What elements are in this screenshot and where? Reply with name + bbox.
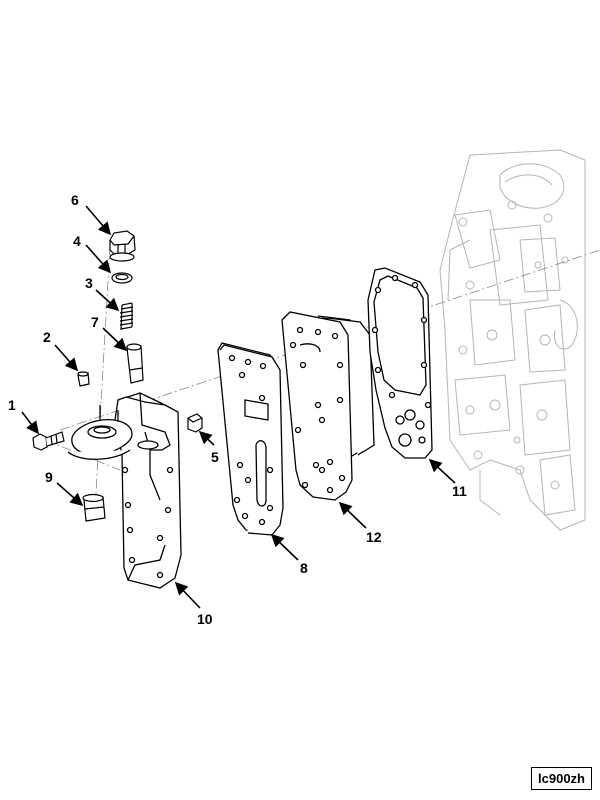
callout-6: 6	[71, 192, 79, 208]
part-3-spring	[119, 302, 134, 331]
callout-12: 12	[366, 529, 382, 545]
part-6-plug	[109, 230, 136, 262]
callout-8: 8	[300, 560, 308, 576]
part-1-bolt	[32, 431, 65, 451]
callout-7: 7	[91, 314, 99, 330]
part-5-fitting	[187, 413, 203, 433]
leader-5	[198, 430, 215, 446]
callout-1: 1	[8, 397, 16, 413]
callout-11: 11	[452, 483, 467, 499]
callout-2: 2	[43, 329, 51, 345]
part-4-o-ring	[111, 272, 133, 284]
part-10-cooler-housing	[67, 392, 182, 589]
leader-4	[85, 244, 112, 274]
part-9-plug	[82, 493, 106, 522]
leader-12	[338, 501, 367, 529]
figure-reference-code: lc900zh	[531, 767, 592, 790]
leader-1	[21, 411, 39, 435]
leader-7	[102, 327, 128, 352]
leader-11	[428, 458, 456, 484]
leader-9	[56, 482, 84, 507]
part-12-cooler-core	[281, 311, 375, 501]
callout-5: 5	[211, 449, 219, 465]
leader-2	[54, 344, 79, 372]
leader-8	[270, 533, 299, 561]
callout-10: 10	[197, 611, 213, 627]
leader-3	[95, 289, 120, 312]
part-11-gasket	[367, 267, 433, 459]
leader-10	[174, 581, 201, 609]
part-8-gasket	[217, 342, 284, 536]
callout-4: 4	[73, 233, 81, 249]
callout-3: 3	[85, 275, 93, 291]
leader-arrows	[21, 205, 456, 609]
leader-6	[85, 205, 112, 236]
engine-block-outline	[439, 149, 586, 531]
engine-block-holes	[458, 200, 569, 490]
part-2-small-plug	[77, 371, 90, 387]
part-7-valve	[126, 343, 144, 384]
callout-9: 9	[45, 469, 53, 485]
